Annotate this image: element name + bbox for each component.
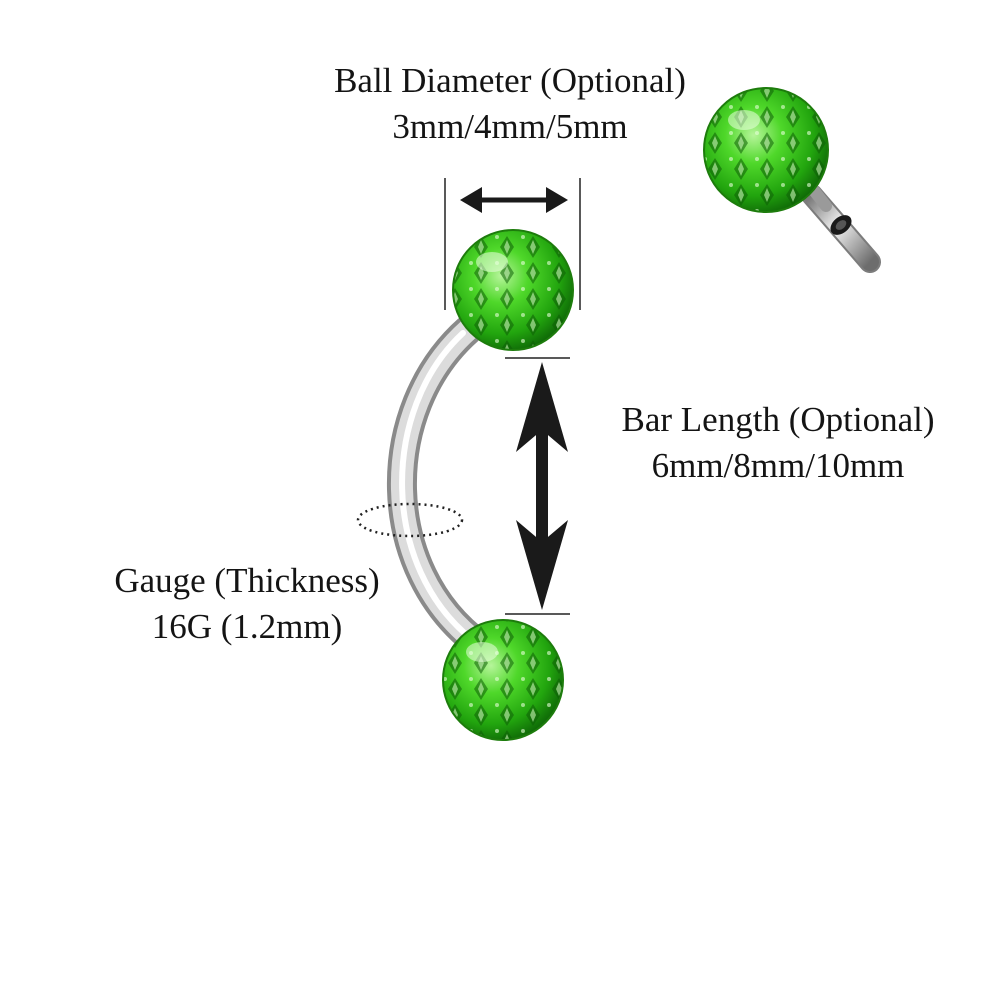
bar-length-indicator (505, 357, 570, 615)
bar-length-label: Bar Length (Optional) 6mm/8mm/10mm (578, 397, 978, 489)
gauge-value: 16G (1.2mm) (151, 607, 343, 646)
bottom-ball (442, 619, 564, 741)
ball-diameter-title: Ball Diameter (Optional) (334, 61, 686, 100)
bar-length-title: Bar Length (Optional) (621, 400, 935, 439)
bar-length-options: 6mm/8mm/10mm (651, 446, 905, 485)
ball-diameter-options: 3mm/4mm/5mm (392, 107, 628, 146)
gauge-title: Gauge (Thickness) (114, 561, 380, 600)
gauge-label: Gauge (Thickness) 16G (1.2mm) (62, 558, 432, 650)
gauge-ring-indicator (356, 502, 464, 538)
curved-bar (386, 315, 495, 660)
top-ball (452, 229, 574, 351)
ball-diameter-label: Ball Diameter (Optional) 3mm/4mm/5mm (300, 58, 720, 150)
detached-ball-with-post (703, 87, 881, 273)
ball-diameter-indicator (444, 178, 581, 310)
